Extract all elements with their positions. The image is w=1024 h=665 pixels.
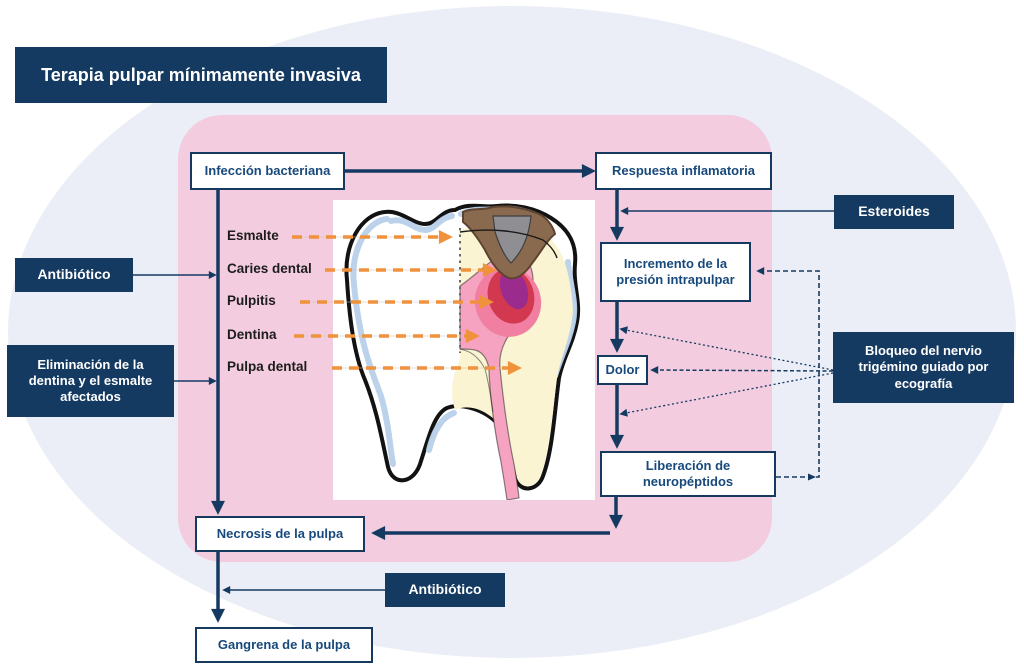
flow-box-respuesta-inflamatoria: Respuesta inflamatoria xyxy=(595,152,772,190)
treatment-box-bloqueo-nervio: Bloqueo del nervio trigémino guiado por … xyxy=(833,332,1014,403)
page-title: Terapia pulpar mínimamente invasiva xyxy=(15,47,387,103)
treatment-box-esteroides: Esteroides xyxy=(834,195,954,229)
treatment-box-antibiotico-bottom: Antibiótico xyxy=(385,573,505,607)
flow-box-infeccion-bacteriana: Infección bacteriana xyxy=(190,152,345,190)
tooth-illustration xyxy=(344,203,581,500)
flow-box-liberacion-neuropeptidos: Liberación de neuropéptidos xyxy=(600,451,776,497)
flow-box-incremento-presion: Incremento de la presión intrapulpar xyxy=(600,242,751,302)
tooth-label-caries-dental: Caries dental xyxy=(227,261,312,276)
tooth-label-esmalte: Esmalte xyxy=(227,228,279,243)
tooth-label-dentina: Dentina xyxy=(227,327,277,342)
flow-box-gangrena-pulpa: Gangrena de la pulpa xyxy=(195,627,373,663)
flow-box-necrosis-pulpa: Necrosis de la pulpa xyxy=(195,516,365,552)
tooth-label-pulpitis: Pulpitis xyxy=(227,293,276,308)
flow-box-dolor: Dolor xyxy=(597,355,648,385)
treatment-box-antibiotico-left: Antibiótico xyxy=(15,258,133,292)
treatment-box-eliminacion-dentina: Eliminación de la dentina y el esmalte a… xyxy=(7,345,174,417)
tooth-label-pulpa-dental: Pulpa dental xyxy=(227,359,308,374)
